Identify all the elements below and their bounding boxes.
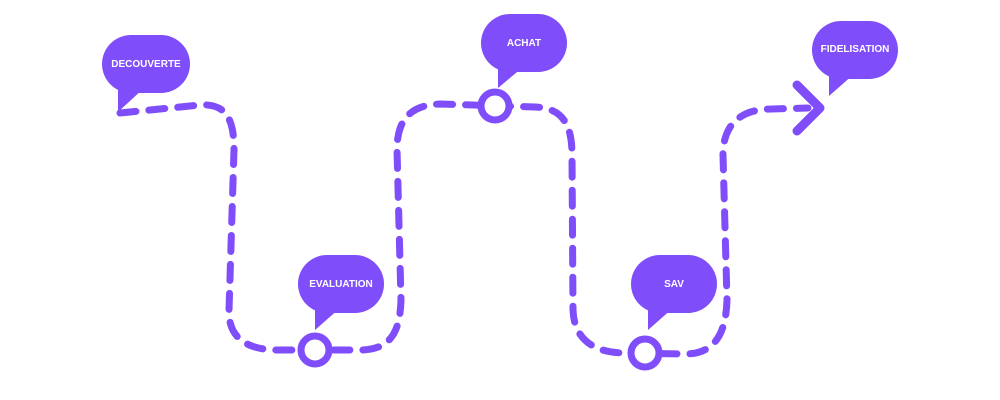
achat-marker xyxy=(477,88,513,124)
bubble-shape xyxy=(812,21,898,79)
stage-bubble-fidelisation: FIDELISATION xyxy=(812,21,898,96)
stage-bubble-achat: ACHAT xyxy=(481,14,567,88)
journey-path xyxy=(116,100,812,358)
bubble-shape xyxy=(298,255,384,313)
sav-marker xyxy=(627,335,663,371)
stage-label-sav: SAV xyxy=(664,279,684,290)
stage-bubble-decouverte: DECOUVERTE xyxy=(102,35,190,112)
bubble-shape xyxy=(481,14,567,72)
bubble-shape xyxy=(631,255,717,313)
stage-bubble-evaluation: EVALUATION xyxy=(298,255,384,330)
evaluation-marker xyxy=(297,332,333,368)
bubble-tail xyxy=(315,298,340,330)
bubble-tail xyxy=(648,298,673,330)
stage-label-evaluation: EVALUATION xyxy=(309,279,373,290)
bubble-tail xyxy=(498,57,523,88)
chevron-right-arrow-icon xyxy=(792,80,825,136)
stage-label-decouverte: DECOUVERTE xyxy=(111,59,181,70)
bubble-tail xyxy=(829,64,854,96)
stage-bubble-sav: SAV xyxy=(631,255,717,330)
bubble-tail xyxy=(118,78,144,112)
stage-label-achat: ACHAT xyxy=(507,38,541,49)
stage-label-fidelisation: FIDELISATION xyxy=(821,44,890,55)
bubble-shape xyxy=(102,35,190,93)
